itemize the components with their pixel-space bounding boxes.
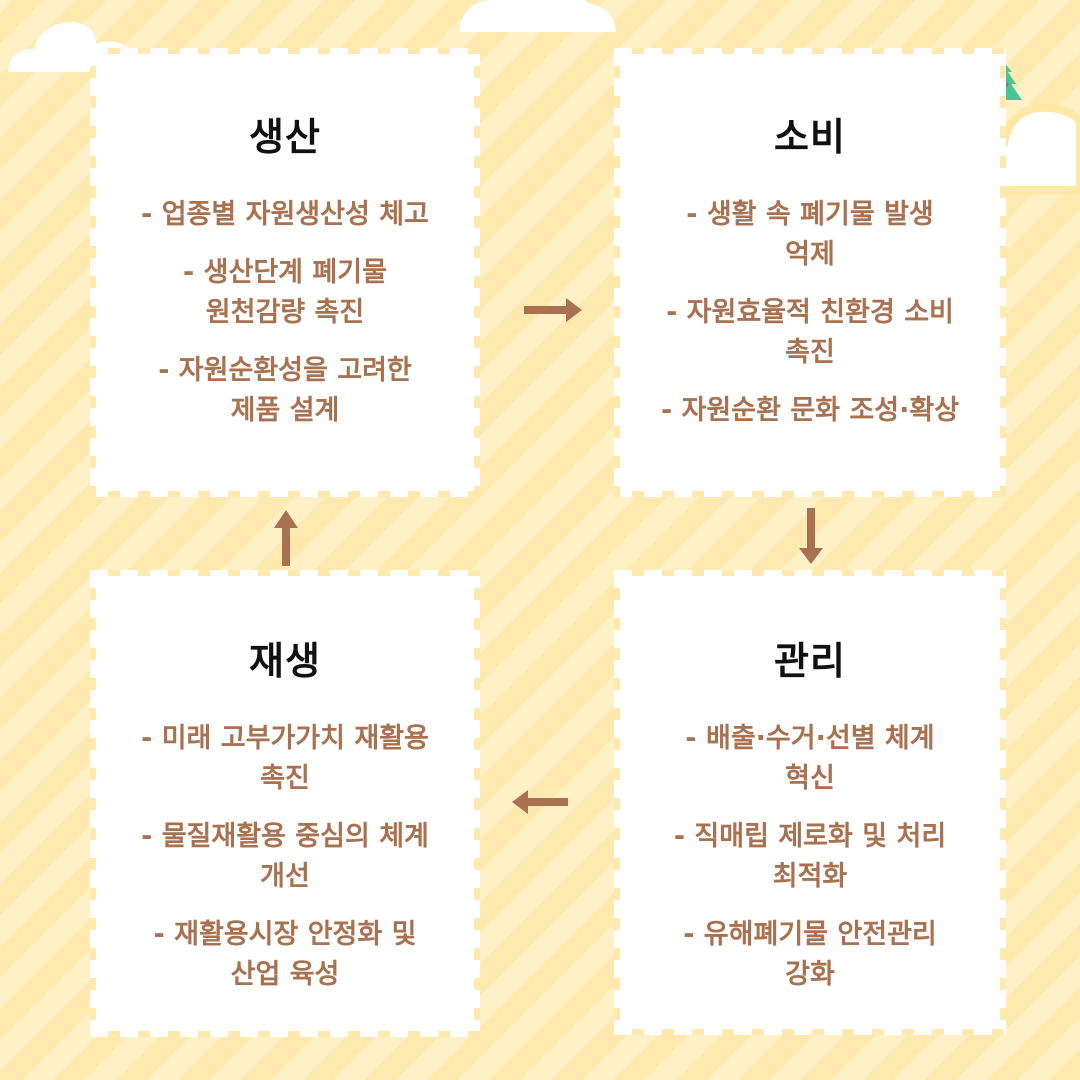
arrow-up-icon [274, 510, 298, 566]
consumption-item: - 자원순환 문화 조성·확상 [660, 395, 960, 426]
consumption-box: 소비 - 생활 속 폐기물 발생 억제 - 자원효율적 친환경 소비 촉진 - … [614, 48, 1006, 497]
regeneration-box: 재생 - 미래 고부가가치 재활용 촉진 - 물질재활용 중심의 체계 개선 -… [90, 570, 480, 1037]
consumption-item: - 자원효율적 친환경 소비 촉진 [666, 297, 954, 368]
arrow-left-icon [512, 790, 568, 814]
production-items: - 업종별 자원생산성 체고 - 생산단계 폐기물 원천감량 촉진 - 자원순환… [90, 195, 480, 449]
production-item: - 업종별 자원생산성 체고 [141, 199, 429, 230]
production-item: - 생산단계 폐기물 원천감량 촉진 [183, 257, 387, 328]
management-title: 관리 [774, 639, 846, 683]
management-items: - 배출·수거·선별 체계 혁신 - 직매립 제로화 및 처리 최적화 - 유해… [614, 719, 1006, 1013]
management-box: 관리 - 배출·수거·선별 체계 혁신 - 직매립 제로화 및 처리 최적화 -… [614, 570, 1006, 1035]
consumption-item: - 생활 속 폐기물 발생 억제 [686, 199, 934, 270]
production-box: 생산 - 업종별 자원생산성 체고 - 생산단계 폐기물 원천감량 촉진 - 자… [90, 48, 480, 497]
arrow-down-icon [799, 508, 823, 564]
regeneration-item: - 미래 고부가가치 재활용 촉진 [141, 723, 429, 794]
arrow-right-icon [524, 298, 582, 322]
management-item: - 배출·수거·선별 체계 혁신 [685, 723, 935, 794]
management-item: - 직매립 제로화 및 처리 최적화 [673, 821, 947, 892]
regeneration-item: - 물질재활용 중심의 체계 개선 [141, 821, 429, 892]
management-item: - 유해폐기물 안전관리 강화 [683, 919, 937, 990]
regeneration-item: - 재활용시장 안정화 및 산업 육성 [153, 919, 417, 990]
production-item: - 자원순환성을 고려한 제품 설계 [158, 355, 412, 426]
regeneration-title: 재생 [249, 639, 321, 683]
consumption-title: 소비 [774, 115, 846, 159]
consumption-items: - 생활 속 폐기물 발생 억제 - 자원효율적 친환경 소비 촉진 - 자원순… [614, 195, 1006, 449]
regeneration-items: - 미래 고부가가치 재활용 촉진 - 물질재활용 중심의 체계 개선 - 재활… [90, 719, 480, 1013]
production-title: 생산 [249, 115, 321, 159]
cloud-top-center-icon [460, 0, 616, 32]
